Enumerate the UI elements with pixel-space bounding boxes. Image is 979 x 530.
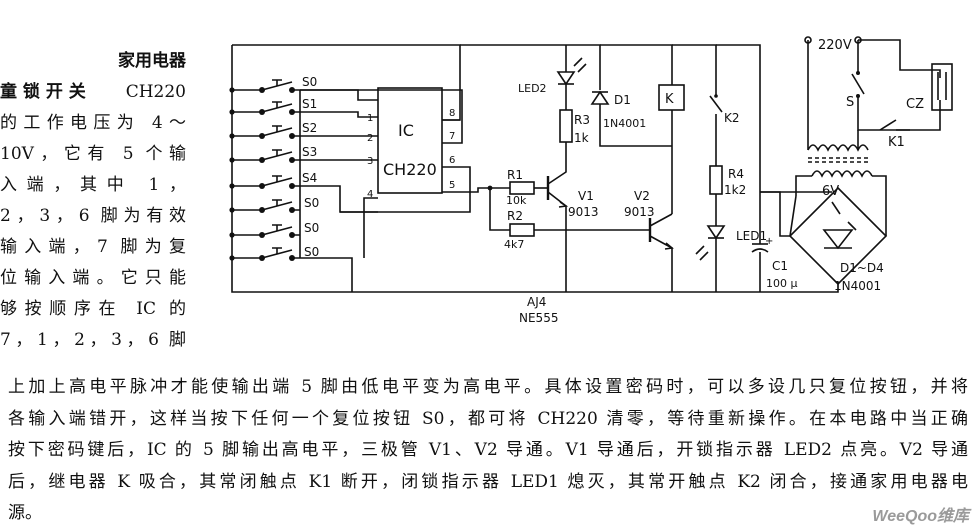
pin-5: 5 <box>449 180 455 191</box>
pin-3: 3 <box>367 156 373 167</box>
transistor-v1: V1 9013 <box>546 150 599 292</box>
label-s0: S0 <box>304 245 319 259</box>
label-k2: K2 <box>724 111 740 125</box>
body-line: 按下密码键后，IC 的 5 脚输出高电平，三极管 V1、V2 导通。V1 导通后… <box>8 440 968 460</box>
side-line: 10V，它有 5 个输 <box>0 144 186 164</box>
ne555-label: AJ4 NE555 <box>519 295 558 325</box>
label-6v: 6V <box>822 184 839 199</box>
label-socket-cz: CZ <box>906 97 924 112</box>
label-s0: S0 <box>304 221 319 235</box>
label-d1-d4: D1~D4 <box>840 261 884 275</box>
ic-ch220: IC CH220 1 2 3 4 5 6 7 8 <box>300 87 490 258</box>
body-line: 源。 <box>8 503 42 523</box>
label-s0: S0 <box>304 196 319 210</box>
side-line: 童锁开关 CH220 <box>0 77 186 108</box>
led2-branch: LED2 R3 1k <box>518 45 590 150</box>
side-line: 2，3，6 脚为有效 <box>0 206 186 226</box>
switch-rows <box>232 81 378 292</box>
label-ne555: NE555 <box>519 311 558 325</box>
diode-d1-and-relay: D1 1N4001 K <box>590 80 685 214</box>
pin-7: 7 <box>449 131 455 142</box>
ic-label: IC <box>398 121 414 140</box>
label-v2-type: 9013 <box>624 205 655 219</box>
label-s2: S2 <box>302 121 317 135</box>
side-bold-title: 童锁开关 <box>0 82 92 102</box>
label-c1-polarity: + <box>765 236 773 247</box>
label-switch-s: S <box>846 95 854 110</box>
label-k1: K1 <box>888 135 905 150</box>
side-line: 够按顺序在 IC 的 <box>0 299 186 319</box>
side-text: 家用电器 童锁开关 CH220 的工作电压为 4～ 10V，它有 5 个输 入端… <box>0 46 186 356</box>
label-led1: LED1 <box>736 229 767 243</box>
label-r2: R2 <box>507 209 523 223</box>
label-v2: V2 <box>634 189 650 203</box>
capacitor-c1: + C1 100 μ <box>751 192 798 292</box>
side-line: 输入端，7 脚为复 <box>0 237 186 257</box>
label-r3: R3 <box>574 113 590 127</box>
label-d1-value: 1N4001 <box>603 117 646 130</box>
label-r4-value: 1k2 <box>724 183 746 197</box>
pin-4: 4 <box>367 189 373 200</box>
switch-contacts <box>229 87 295 261</box>
label-r4: R4 <box>728 167 744 181</box>
label-s0: S0 <box>302 75 317 89</box>
body-line: 后，继电器 K 吸合，其常闭触点 K1 断开，闭锁指示器 LED1 熄灭，其常开… <box>8 471 968 492</box>
side-line: 位输入端。它只能 <box>0 268 186 288</box>
label-c1-value: 100 μ <box>766 277 798 290</box>
ic-part-number: CH220 <box>383 160 437 179</box>
label-v1-type: 9013 <box>568 205 599 219</box>
side-line: 入端，其中 1， <box>0 175 186 195</box>
label-d1-d4-value: 1N4001 <box>834 279 881 293</box>
body-line: 上加上高电平脉冲才能使输出端 5 脚由低电平变为高电平。具体设置密码时，可以多设… <box>8 377 968 397</box>
label-c1: C1 <box>772 259 788 273</box>
watermark: WeeQoo维库 <box>872 508 969 525</box>
side-chip-name: CH220 <box>125 82 186 102</box>
label-relay-k: K <box>665 92 674 107</box>
label-v1: V1 <box>578 189 594 203</box>
side-line: 的工作电压为 4～ <box>0 113 186 133</box>
label-r3-value: 1k <box>574 131 589 145</box>
label-led2: LED2 <box>518 82 547 95</box>
side-line: 7，1，2，3，6 脚 <box>0 330 186 350</box>
label-s1: S1 <box>302 97 317 111</box>
pin-8: 8 <box>449 108 455 119</box>
k2-led1-branch: K2 R4 1k2 LED1 <box>695 88 767 292</box>
label-d1: D1 <box>614 93 631 107</box>
label-220v: 220V <box>818 38 852 53</box>
pin-2: 2 <box>367 133 373 144</box>
pin-6: 6 <box>449 155 455 166</box>
power-supply: 220V S CZ K1 6V D1~D4 1N <box>760 36 953 293</box>
label-r1: R1 <box>507 168 523 182</box>
label-s4: S4 <box>302 171 317 185</box>
side-line: 家用电器 <box>118 51 186 71</box>
circuit-diagram: S0 S1 S2 S3 S4 S0 S0 S0 IC CH220 1 2 3 4… <box>229 36 953 325</box>
body-line: 各输入端错开，这样当按下任何一个复位按钮 S0，都可将 CH220 清零，等待重… <box>8 408 968 429</box>
transistor-v2: V2 9013 <box>624 189 674 292</box>
label-r1-value: 10k <box>506 194 527 207</box>
resistor-network: R1 10k R2 4k7 <box>487 168 650 251</box>
pin-1: 1 <box>367 113 373 124</box>
label-aj4: AJ4 <box>527 295 546 309</box>
label-s3: S3 <box>302 145 317 159</box>
bottom-text: 上加上高电平脉冲才能使输出端 5 脚由低电平变为高电平。具体设置密码时，可以多设… <box>8 372 968 530</box>
label-r2-value: 4k7 <box>504 238 524 251</box>
